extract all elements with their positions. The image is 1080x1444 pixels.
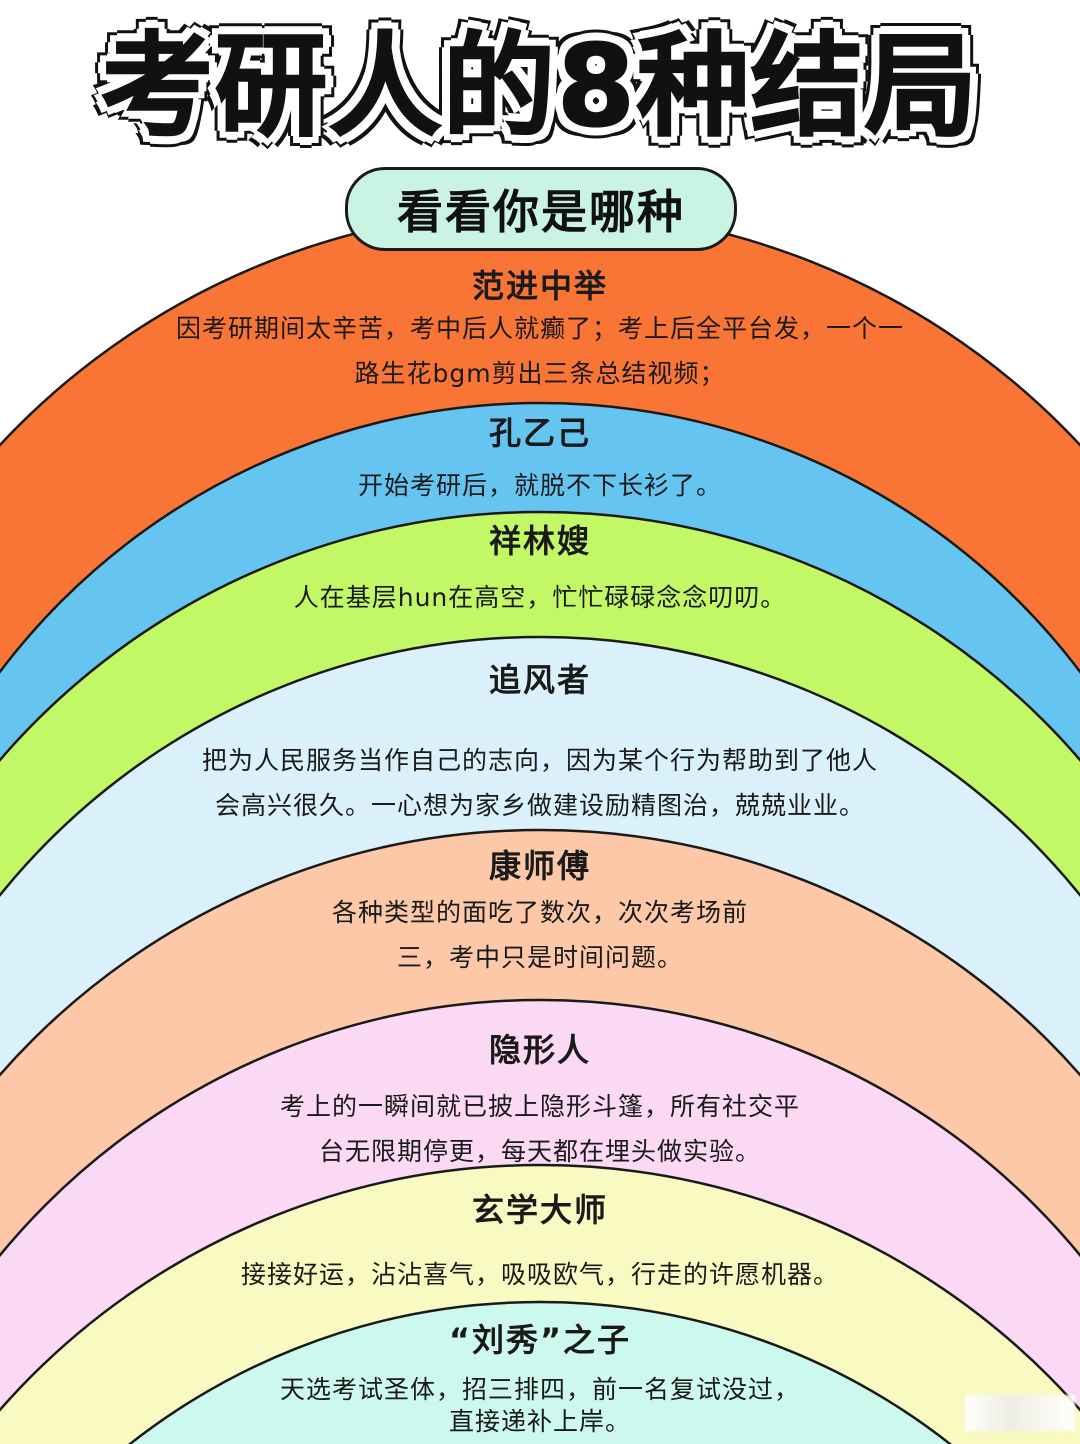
band-desc-line: 人在基层hun在高空，忙忙碌碌念念叨叨。 — [293, 583, 787, 612]
band-desc-line: 开始考研后，就脱不下长衫了。 — [357, 471, 722, 500]
band-desc-line: 台无限期停更，每天都在埋头做实验。 — [318, 1137, 761, 1166]
band-desc-line: 天选考试圣体，招三排四，前一名复试没过， — [279, 1375, 800, 1404]
band-8: “刘秀”之子 天选考试圣体，招三排四，前一名复试没过， 直接递补上岸。 — [0, 1320, 1080, 1438]
band-2: 孔乙己 开始考研后，就脱不下长衫了。 — [0, 413, 1080, 508]
band-1: 范进中举 因考研期间太辛苦，考中后人就癫了；考上后全平台发，一个一 路生花bgm… — [0, 266, 1080, 396]
band-desc-line: 三，考中只是时间问题。 — [396, 943, 683, 972]
page-title: 考研人的8种结局 — [100, 21, 979, 153]
watermark — [965, 1395, 1075, 1431]
band-desc-line: 考上的一瞬间就已披上隐形斗篷，所有社交平 — [279, 1092, 800, 1121]
band-5: 康师傅 各种类型的面吃了数次，次次考场前 三，考中只是时间问题。 — [0, 846, 1080, 980]
band-name: 祥林嫂 — [488, 522, 591, 560]
band-desc-line: 因考研期间太辛苦，考中后人就癫了；考上后全平台发，一个一 — [175, 314, 904, 343]
band-3: 祥林嫂 人在基层hun在高空，忙忙碌碌念念叨叨。 — [0, 521, 1080, 620]
subtitle-pill: 看看你是哪种 — [345, 167, 737, 251]
band-8-arc — [128, 1300, 952, 1444]
band-4: 追风者 把为人民服务当作自己的志向，因为某个行为帮助到了他人 会高兴很久。一心想… — [0, 660, 1080, 828]
band-desc-line: 会高兴很久。一心想为家乡做建设励精图治，兢兢业业。 — [214, 791, 865, 820]
band-desc-line: 直接递补上岸。 — [448, 1407, 631, 1436]
band-desc-line: 各种类型的面吃了数次，次次考场前 — [331, 898, 748, 927]
band-desc-line: 路生花bgm剪出三条总结视频； — [354, 359, 726, 388]
band-7: 玄学大师 接接好运，沾沾喜气，吸吸欧气，行走的许愿机器。 — [0, 1190, 1080, 1297]
band-desc-line: 接接好运，沾沾喜气，吸吸欧气，行走的许愿机器。 — [240, 1260, 839, 1289]
band-name: 孔乙己 — [488, 414, 591, 452]
band-name: 追风者 — [488, 661, 591, 699]
band-name: 隐形人 — [488, 1031, 591, 1069]
band-name: “刘秀”之子 — [448, 1321, 632, 1359]
band-name: 玄学大师 — [471, 1191, 608, 1229]
subtitle-text: 看看你是哪种 — [397, 185, 685, 239]
band-name: 康师傅 — [488, 847, 591, 885]
band-desc-line: 把为人民服务当作自己的志向，因为某个行为帮助到了他人 — [201, 746, 878, 775]
band-name: 范进中举 — [471, 267, 608, 305]
band-6: 隐形人 考上的一瞬间就已披上隐形斗篷，所有社交平 台无限期停更，每天都在埋头做实… — [0, 1030, 1080, 1174]
